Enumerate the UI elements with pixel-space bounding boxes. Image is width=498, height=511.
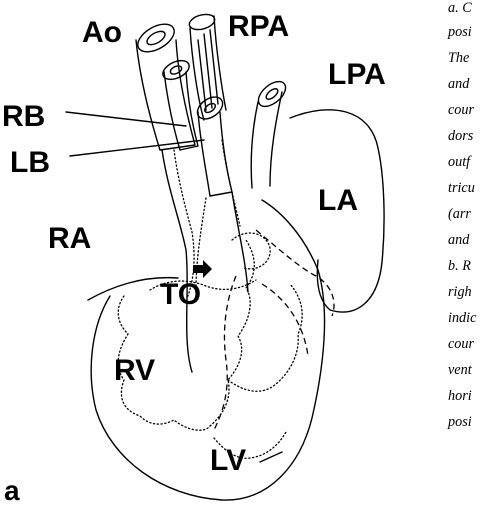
lb-leader — [70, 140, 204, 156]
label-rb: RB — [2, 100, 45, 133]
caption-line: and — [448, 232, 470, 248]
caption-line: outf — [448, 154, 472, 170]
caption-line: cour — [448, 102, 474, 118]
lv-dashed-contour — [262, 284, 308, 356]
right-branch-lumen — [169, 64, 183, 75]
panel-letter: a — [4, 475, 20, 506]
caption-line: a. C — [448, 0, 472, 16]
label-lv: LV — [210, 444, 246, 477]
label-rpa: RPA — [228, 10, 289, 43]
septal-contour — [210, 240, 254, 426]
label-lpa: LPA — [328, 58, 386, 91]
aorta-lumen — [145, 29, 167, 48]
caption-line: dors — [448, 128, 474, 144]
rb-leader — [66, 112, 186, 126]
label-la: LA — [318, 184, 358, 217]
left-branch-vessel — [198, 112, 232, 196]
arrow-marker — [193, 260, 212, 278]
lpa-opening — [254, 77, 290, 111]
caption-line: vent — [448, 362, 473, 378]
outflow-dotted-left — [174, 150, 194, 296]
la-dashed-contour — [256, 230, 334, 316]
label-ra: RA — [48, 222, 91, 255]
caption-line: posi — [447, 414, 472, 430]
label-to: TO — [160, 278, 201, 311]
caption-line: (arr — [448, 206, 471, 222]
heart-outline — [91, 200, 324, 500]
aorta-opening — [133, 18, 179, 57]
aorta-tube — [136, 40, 195, 150]
outflow-tract — [162, 150, 248, 372]
caption-line: hori — [448, 388, 472, 404]
caption-column: a. C posi The and cour dors outf tricu (… — [447, 0, 477, 430]
label-lb: LB — [10, 146, 50, 179]
label-rv: RV — [114, 354, 155, 387]
caption-line: The — [448, 50, 469, 66]
label-ao: Ao — [82, 16, 122, 49]
rpa-opening — [188, 12, 217, 32]
caption-line: righ — [448, 284, 472, 300]
caption-line: b. R — [448, 258, 471, 274]
lpa-lumen — [264, 87, 279, 101]
caption-line: cour — [448, 336, 474, 352]
caption-line: posi — [447, 24, 472, 40]
caption-line: tricu — [448, 180, 475, 196]
caption-line: indic — [448, 310, 477, 326]
caption-line: and — [448, 76, 470, 92]
